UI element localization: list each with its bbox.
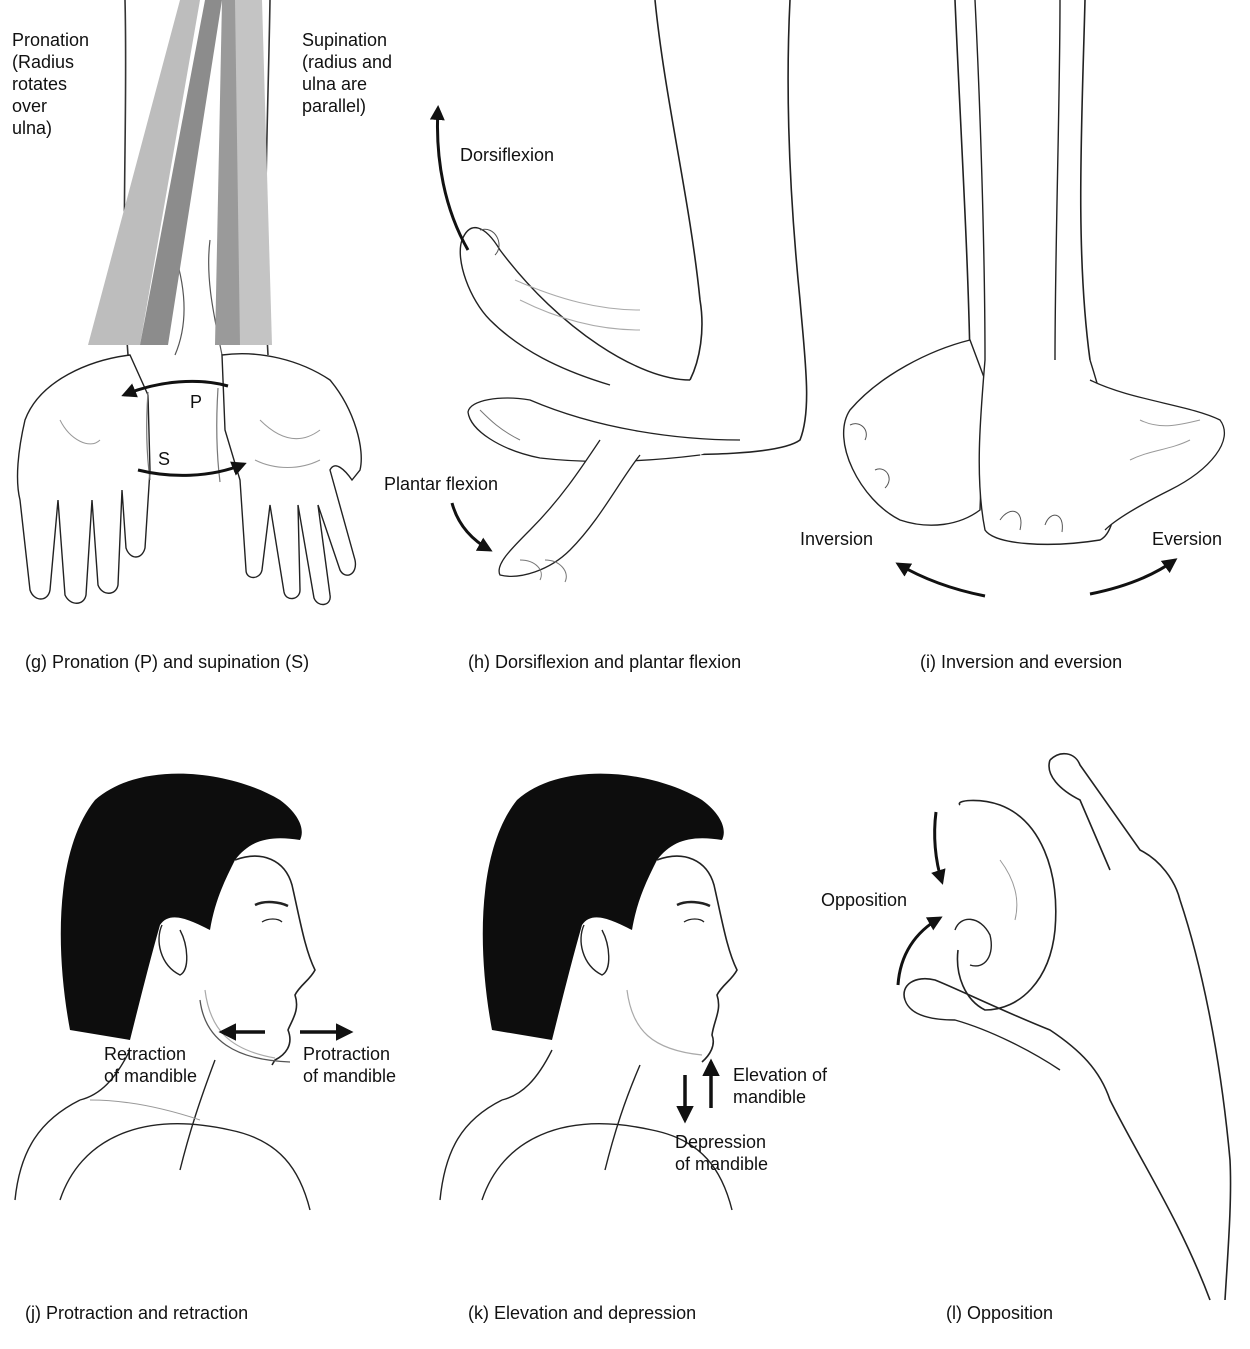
- panel-elevation-depression: Elevation of mandible Depression of mand…: [439, 700, 860, 1349]
- head-elevation-illustration: [439, 773, 738, 1211]
- caption-g: (g) Pronation (P) and supination (S): [25, 652, 310, 672]
- supination-arrow: [137, 461, 247, 477]
- p-label: P: [190, 392, 203, 412]
- caption-i: (i) Inversion and eversion: [920, 652, 1123, 672]
- plantar-flexion-label: Plantar flexion: [384, 474, 499, 494]
- opposition-arrow-up: [896, 916, 943, 986]
- inversion-label: Inversion: [800, 529, 874, 549]
- retraction-label: Retraction of mandible: [104, 1044, 198, 1086]
- protraction-label: Protraction of mandible: [303, 1044, 397, 1086]
- s-label: S: [158, 449, 171, 469]
- foot-flexion-illustration: [429, 0, 808, 583]
- forearm-hands-illustration: [16, 0, 362, 606]
- panel-inversion-eversion: Inversion Eversion (i) Inversion and eve…: [800, 0, 1250, 690]
- dorsiflexion-label: Dorsiflexion: [460, 145, 555, 165]
- caption-j: (j) Protraction and retraction: [25, 1303, 249, 1323]
- caption-h: (h) Dorsiflexion and plantar flexion: [468, 652, 742, 672]
- pronation-arrow: [121, 379, 229, 398]
- caption-l: (l) Opposition: [946, 1303, 1054, 1323]
- depression-label: Depression of mandible: [675, 1132, 769, 1174]
- panel-pronation-supination: Pronation (Radius rotates over ulna) Sup…: [0, 0, 420, 690]
- feet-inversion-eversion-illustration: [842, 0, 1226, 598]
- plantar-flexion-arrow: [450, 502, 493, 552]
- caption-k: (k) Elevation and depression: [468, 1303, 697, 1323]
- pronation-label: Pronation (Radius rotates over ulna): [12, 30, 90, 138]
- supination-label: Supination (radius and ulna are parallel…: [302, 30, 393, 116]
- eversion-label: Eversion: [1152, 529, 1223, 549]
- panel-opposition: Opposition (l) Opposition: [800, 700, 1250, 1349]
- opposition-arrow-down: [931, 811, 946, 885]
- panel-dorsiflexion-plantar-flexion: Dorsiflexion Plantar flexion (h) Dorsifl…: [370, 0, 830, 690]
- panel-protraction-retraction: Retraction of mandible Protraction of ma…: [0, 700, 440, 1349]
- eversion-arrow: [1089, 558, 1178, 596]
- hand-opposition-illustration: [896, 752, 1232, 1301]
- head-protraction-illustration: [14, 773, 354, 1211]
- opposition-label: Opposition: [821, 890, 908, 910]
- inversion-arrow: [895, 562, 986, 598]
- elevation-label: Elevation of mandible: [733, 1065, 828, 1107]
- dorsiflexion-arrow: [429, 105, 470, 251]
